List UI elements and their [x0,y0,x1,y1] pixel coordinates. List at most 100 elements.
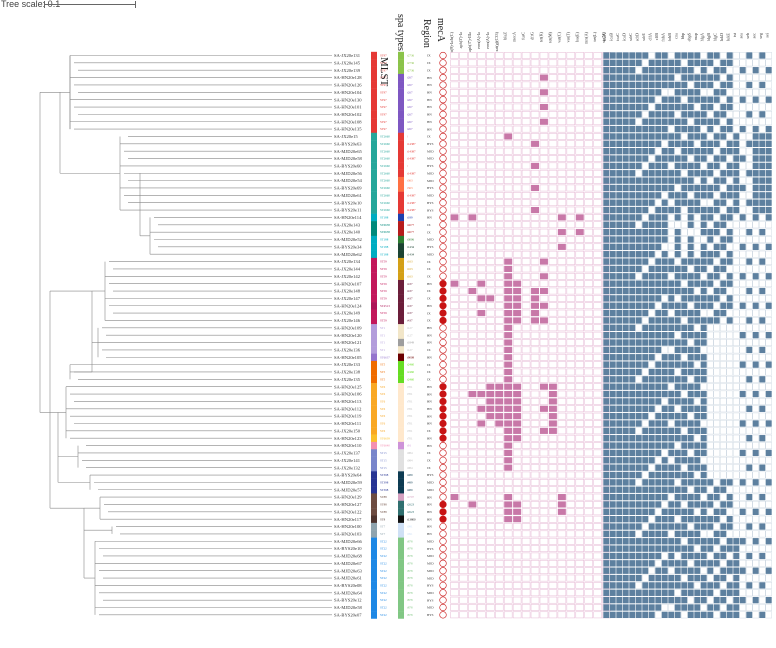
virulence-cell [726,74,733,81]
virulence-cell [635,560,642,567]
meca-marker [439,191,447,199]
virulence-cell [668,67,675,74]
resistance-cell [539,464,549,471]
virulence-cell [752,317,759,324]
virulence-cell [720,574,727,582]
virulence-cell [746,206,753,214]
resistance-cell [548,258,558,265]
virulence-cell [765,184,772,192]
resistance-cell [593,523,602,530]
virulence-cell [661,317,668,324]
virulence-cell [752,140,759,147]
spa-cell [398,140,404,148]
resistance-cell [468,434,477,442]
mlst-label: ST1 [380,341,386,345]
resistance-cell [495,508,504,516]
mlst-cell [371,206,377,214]
resistance-cell [539,589,549,597]
virulence-cell [746,228,753,236]
virulence-cell [726,280,733,287]
resistance-cell [575,383,584,391]
virulence-cell [648,118,655,125]
virulence-cell [759,604,766,611]
virulence-cell [733,405,740,413]
virulence-cell [700,140,707,147]
virulence-cell [655,523,662,530]
resistance-cell [548,243,558,251]
resistance-cell [459,81,468,89]
resistance-cell [450,184,459,192]
virulence-cell [674,457,681,464]
virulence-cell [713,464,720,472]
resistance-cell [593,169,602,177]
virulence-cell [674,574,681,582]
virulence-cell [681,52,688,59]
resistance-cell [539,324,549,332]
virulence-cell [707,501,714,508]
resistance-cell [548,140,558,148]
resistance-cell [539,456,549,464]
virulence-cell [713,125,720,133]
leaf-label: SA-JX20e136 [334,348,361,353]
spa-label: t267 [407,90,413,94]
virulence-cell [739,538,746,545]
virulence-cell [694,111,701,118]
virulence-cell [681,398,688,405]
virulence-cell [603,52,610,59]
virulence-cell [687,324,694,331]
resistance-cell [503,66,513,74]
resistance-cell [575,199,584,207]
resistance-cell [593,589,602,597]
resistance-cell [566,398,576,405]
leaf-label: SA-BYS20e63 [334,141,362,146]
resistance-cell [584,530,593,538]
virulence-cell [609,405,616,412]
resistance-cell [468,545,477,552]
virulence-cell [739,604,746,611]
resistance-cell [566,133,576,140]
virulence-cell [668,221,675,229]
virulence-cell [629,162,636,170]
resistance-cell [530,125,540,133]
resistance-cell [566,111,576,118]
virulence-cell [739,398,746,405]
virulence-cell [765,302,772,309]
resistance-cell [530,258,540,265]
resistance-cell [548,493,558,501]
resistance-cell [450,368,459,376]
resistance-cell [584,162,593,170]
virulence-cell [759,192,766,199]
virulence-cell [746,537,753,545]
mlst-label: ST97 [380,90,387,94]
virulence-cell [765,471,772,479]
resistance-cell [593,486,602,494]
virulence-cell [707,324,714,332]
virulence-cell [707,280,714,287]
virulence-cell [629,582,636,589]
virulence-cell [603,184,610,192]
resistance-cell [530,272,540,280]
resistance-cell [477,427,486,435]
resistance-cell [521,523,531,530]
resistance-cell [486,582,495,589]
virulence-cell [733,133,740,140]
virulence-cell [687,501,694,508]
virulence-cell [616,339,623,346]
resistance-cell [468,537,477,545]
resistance-cell [540,405,548,412]
virulence-cell [603,582,610,589]
resistance-cell [503,236,513,243]
virulence-cell [687,332,694,339]
mlst-cell [371,478,377,487]
leaf-label: SA-HN20e106 [334,392,362,397]
resistance-cell [468,302,477,310]
virulence-cell [635,501,642,508]
resistance-cell [539,125,549,133]
resistance-cell [459,258,468,265]
virulence-cell [642,110,649,118]
virulence-cell [746,214,753,221]
virulence-cell [746,545,753,553]
resistance-cell [575,125,584,133]
mlst-cell [371,103,377,111]
resistance-cell [495,52,504,59]
